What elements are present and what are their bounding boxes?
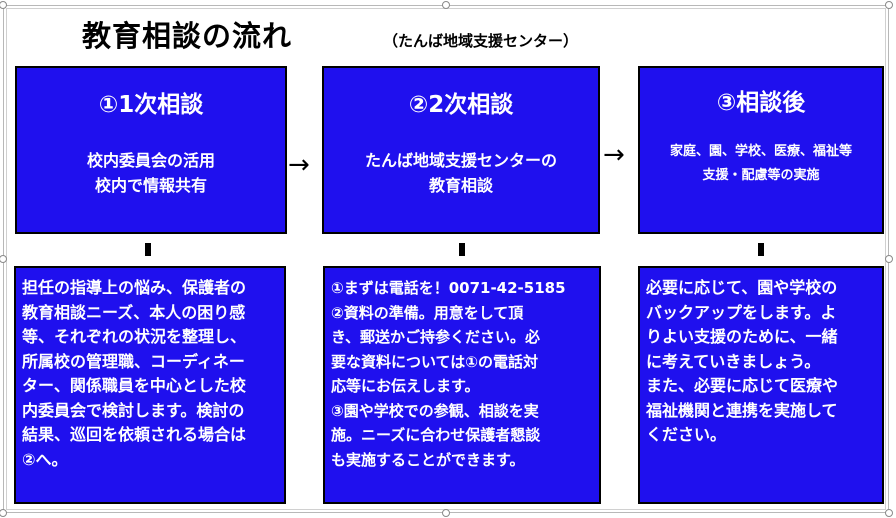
diagram-subtitle: （たんば地域支援センター） (383, 32, 579, 50)
diagram-title: 教育相談の流れ (82, 19, 293, 53)
arrow-right-icon: → (603, 140, 625, 170)
connector-step-3 (758, 243, 764, 256)
resize-handle-bottom-left[interactable] (0, 509, 7, 517)
step-1-detail-box: 担任の指導上の悩み、保護者の 教育相談ニーズ、本人の困り感 等、それぞれの状況を… (14, 266, 286, 504)
step-3-summary: 家庭、園、学校、医療、福祉等 支援・配慮等の実施 (669, 144, 852, 183)
step-1-box: ①1次相談 校内委員会の活用 校内で情報共有 (15, 66, 287, 234)
connector-step-2 (459, 243, 465, 256)
resize-handle-bottom-center[interactable] (442, 509, 450, 517)
step-3-box: ③相談後 家庭、園、学校、医療、福祉等 支援・配慮等の実施 (638, 66, 884, 234)
step-2-detail-box: ①まずは電話を！0071-42-5185 ②資料の準備。用意をして頂 き、郵送か… (323, 266, 601, 504)
step-1-heading: ①1次相談 (98, 92, 204, 118)
step-2-heading: ②2次相談 (408, 92, 514, 118)
step-2-detail-text: ①まずは電話を！0071-42-5185 ②資料の準備。用意をして頂 き、郵送か… (331, 279, 566, 469)
step-3-heading: ③相談後 (716, 90, 806, 116)
resize-handle-top-right[interactable] (885, 1, 893, 9)
resize-handle-middle-left[interactable] (0, 255, 7, 263)
arrow-right-icon: → (288, 150, 310, 180)
resize-handle-top-left[interactable] (0, 1, 7, 9)
resize-handle-middle-right[interactable] (885, 255, 893, 263)
resize-handle-bottom-right[interactable] (885, 509, 893, 517)
step-3-detail-box: 必要に応じて、園や学校の バックアップをします。よ りよい支援のために、一緒 に… (638, 266, 884, 504)
step-2-summary: たんば地域支援センターの 教育相談 (364, 151, 557, 195)
resize-handle-top-center[interactable] (442, 1, 450, 9)
connector-step-1 (145, 243, 151, 256)
step-1-summary: 校内委員会の活用 校内で情報共有 (86, 151, 215, 195)
step-2-box: ②2次相談 たんば地域支援センターの 教育相談 (322, 66, 600, 234)
step-1-detail-text: 担任の指導上の悩み、保護者の 教育相談ニーズ、本人の困り感 等、それぞれの状況を… (22, 278, 247, 469)
step-3-detail-text: 必要に応じて、園や学校の バックアップをします。よ りよい支援のために、一緒 に… (646, 278, 839, 444)
